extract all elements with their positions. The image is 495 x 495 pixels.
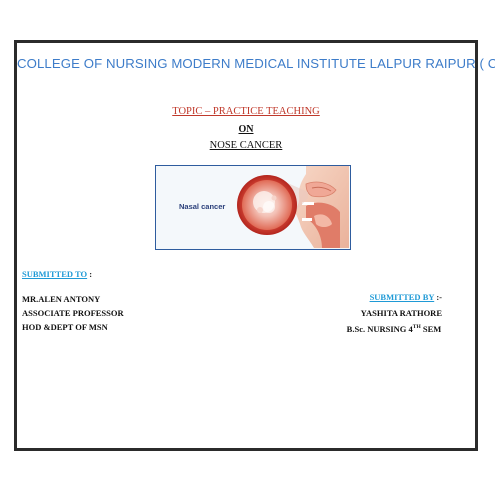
- student-name: YASHITA RATHORE: [360, 308, 442, 318]
- advisor-department: HOD &DEPT OF MSN: [22, 322, 108, 332]
- submitted-to-details: MR.ALEN ANTONY ASSOCIATE PROFESSOR HOD &…: [22, 292, 124, 334]
- topic-connector: ON: [238, 124, 254, 135]
- college-title: COLLEGE OF NURSING MODERN MEDICAL INSTIT…: [17, 56, 495, 71]
- course-prefix: B.Sc. NURSING 4: [346, 323, 413, 334]
- course-ordinal: TH: [412, 324, 421, 330]
- submitted-to-text: SUBMITTED TO: [22, 269, 88, 279]
- student-course: B.Sc. NURSING 4TH SEM: [347, 320, 442, 336]
- submitted-by-text: SUBMITTED BY: [369, 292, 435, 302]
- document-frame: COLLEGE OF NURSING MODERN MEDICAL INSTIT…: [14, 40, 495, 451]
- nasal-cancer-diagram: [156, 166, 349, 248]
- nasal-cancer-illustration: Nasal cancer: [155, 165, 351, 250]
- topic-heading: TOPIC – PRACTICE TEACHING: [172, 106, 320, 117]
- advisor-designation: ASSOCIATE PROFESSOR: [22, 308, 124, 318]
- submitted-by-colon: :-: [434, 292, 442, 302]
- submitted-by-label: SUBMITTED BY :-: [370, 292, 442, 302]
- topic-subject: NOSE CANCER: [209, 140, 283, 151]
- advisor-name: MR.ALEN ANTONY: [22, 294, 101, 304]
- course-suffix: SEM: [420, 323, 442, 334]
- illustration-label: Nasal cancer: [179, 202, 226, 211]
- submitted-to-colon: :: [87, 269, 93, 279]
- submitted-by-details: YASHITA RATHORE B.Sc. NURSING 4TH SEM: [347, 306, 442, 336]
- submitted-to-label: SUBMITTED TO :: [22, 269, 92, 279]
